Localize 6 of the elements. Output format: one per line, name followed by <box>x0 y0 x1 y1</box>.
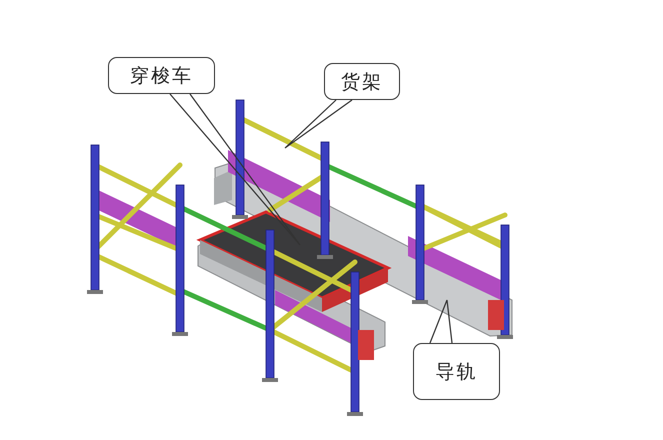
callout-box: 货架 <box>324 63 400 100</box>
leader-line <box>284 99 353 149</box>
callout-box: 穿梭车 <box>108 57 215 94</box>
rack-drawing <box>87 100 513 416</box>
leader-line <box>169 93 301 246</box>
leader-line <box>429 299 453 344</box>
